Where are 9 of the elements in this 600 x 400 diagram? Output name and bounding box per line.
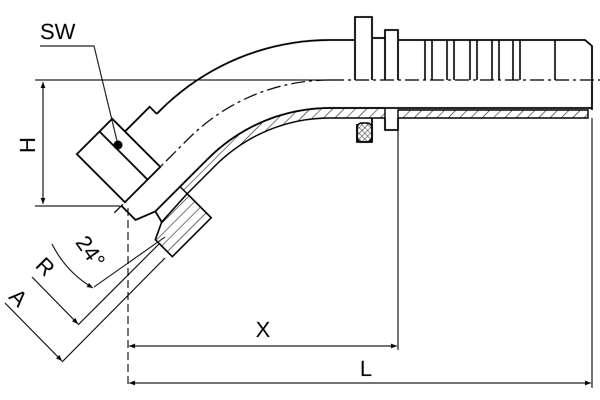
part-label: SW: [40, 20, 94, 46]
dimension-label: A: [4, 284, 32, 312]
leader-line: [40, 46, 122, 150]
dimension-label: R: [30, 252, 60, 282]
dimension-label: X: [256, 318, 270, 342]
dimension-label: H: [16, 137, 40, 153]
hex-nut: [76, 118, 162, 204]
dimension-label: L: [360, 357, 372, 381]
dimension-label: 24°: [70, 231, 110, 273]
